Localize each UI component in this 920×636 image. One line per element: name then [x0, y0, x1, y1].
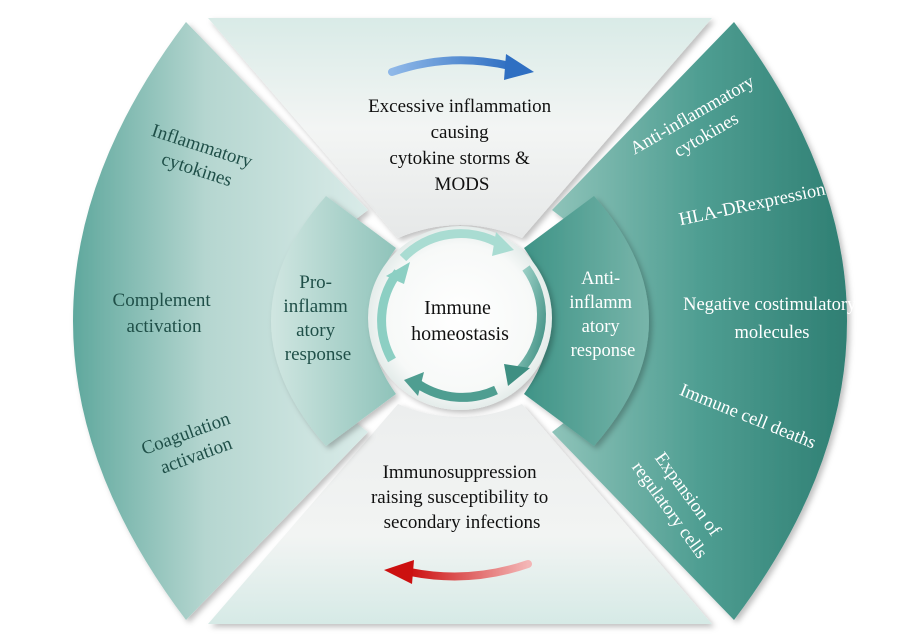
immune-homeostasis-label: Immune homeostasis	[411, 297, 509, 345]
pro-inflammatory-response-label: Pro- inflamm atory response	[283, 272, 352, 365]
anti-inflammatory-response-label: Anti- inflamm atory response	[569, 269, 636, 361]
top-panel-text: Excessive inflammation causing cytokine …	[368, 96, 556, 195]
right-item-negative-costimulatory-molecules: Negative costimulatory molecules	[683, 295, 861, 343]
right-inner-band	[524, 196, 649, 446]
red-curved-arrow-icon	[384, 560, 532, 584]
left-item-complement-activation: Complement activation	[113, 290, 216, 337]
left-inner-band	[271, 196, 396, 446]
top-panel	[208, 18, 712, 238]
left-outer-band	[73, 22, 368, 620]
center-circle	[368, 226, 552, 410]
blue-curved-arrow-icon	[388, 54, 534, 80]
cycle-arrows-icon	[377, 229, 547, 402]
bottom-panel-text: Immunosuppression raising susceptibility…	[371, 462, 553, 533]
right-outer-band	[552, 22, 847, 620]
bottom-panel	[208, 404, 712, 624]
